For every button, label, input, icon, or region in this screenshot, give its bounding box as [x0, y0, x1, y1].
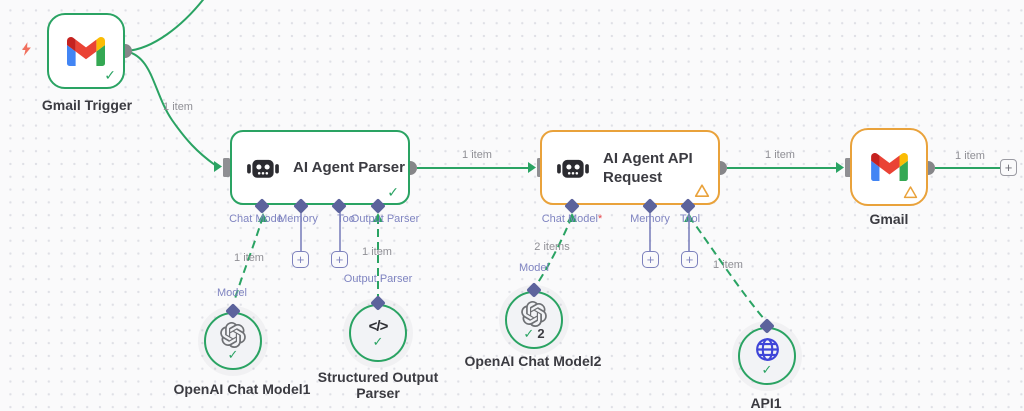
node-structured-output-parser[interactable]: </> ✓	[349, 304, 407, 362]
edge-label-parser-model: 1 item	[234, 252, 264, 264]
required-asterisk: *	[597, 213, 603, 225]
node-title: AI Agent Parser	[293, 159, 405, 176]
robot-icon	[247, 159, 279, 178]
hint-label-model: Model	[217, 287, 247, 299]
node-label-api1: API1	[750, 395, 782, 411]
port-label-output-parser: Output Parser	[350, 213, 420, 225]
node-label-openai1: OpenAI Chat Model1	[173, 381, 311, 397]
node-label-structured-parser: Structured Output Parser	[317, 369, 439, 401]
code-icon: </>	[368, 317, 389, 335]
warning-triangle-icon	[694, 184, 710, 197]
status-check-icon: ✓	[387, 184, 399, 200]
edge-api-chatmodel[interactable]	[536, 215, 573, 285]
openai-icon	[220, 321, 246, 348]
node-label-openai2: OpenAI Chat Model2	[464, 353, 602, 369]
node-gmail[interactable]	[850, 128, 928, 206]
port-label-chat-model: Chat Mode	[229, 213, 283, 225]
edge-label-api-gmail: 1 item	[765, 149, 795, 161]
edge-api-tool[interactable]	[688, 215, 766, 321]
edge-label-trigger-parser: 1 item	[163, 101, 193, 113]
port-label-tool: Too	[337, 213, 355, 225]
port-label-memory: Memory	[278, 213, 318, 225]
node-gmail-trigger[interactable]: ✓	[47, 13, 125, 89]
node-label-gmail: Gmail	[869, 211, 909, 227]
node-openai-chat-model1[interactable]: ✓	[204, 312, 262, 370]
node-ai-agent-parser[interactable]: AI Agent Parser ✓	[230, 130, 410, 205]
add-tool-button[interactable]: +	[331, 251, 348, 268]
node-api1[interactable]: ✓	[738, 327, 796, 385]
hint-label-output-parser: Output Parser	[343, 273, 413, 285]
edge-label-parser-api: 1 item	[462, 149, 492, 161]
port-label-memory: Memory	[630, 213, 670, 225]
edge-label-parser-outputparser: 1 item	[362, 246, 392, 258]
port-label-tool: Tool	[679, 213, 701, 225]
robot-icon	[557, 159, 589, 178]
add-next-node-button[interactable]: +	[1000, 159, 1017, 176]
node-ai-agent-api-request[interactable]: AI Agent API Request	[540, 130, 720, 205]
node-openai-chat-model2[interactable]: ✓2	[505, 291, 563, 349]
edge-parser-chatmodel[interactable]	[233, 215, 264, 303]
node-label-gmail-trigger: Gmail Trigger	[41, 97, 133, 113]
add-memory-button[interactable]: +	[292, 251, 309, 268]
hint-label-model: Model	[519, 262, 549, 274]
edge-trigger-to-offscreen[interactable]	[124, 0, 206, 52]
gmail-icon	[870, 153, 908, 181]
globe-icon	[755, 338, 779, 361]
edge-label-gmail-next: 1 item	[955, 150, 985, 162]
edge-label-api-tool: 1 item	[713, 259, 743, 271]
edge-trigger-to-parser[interactable]	[124, 50, 216, 166]
add-memory-button[interactable]: +	[642, 251, 659, 268]
input-port-parser[interactable]	[223, 158, 230, 177]
port-label-chat-model: Chat Model*	[541, 213, 603, 225]
status-check-icon: ✓	[761, 362, 773, 377]
add-tool-button[interactable]: +	[681, 251, 698, 268]
trigger-bolt-icon	[22, 42, 31, 56]
warning-triangle-icon	[903, 186, 918, 199]
status-check-icon: ✓	[227, 346, 239, 362]
status-check-icon: ✓	[104, 67, 116, 83]
status-check-with-count: ✓2	[523, 325, 545, 341]
run-count: 2	[537, 325, 545, 341]
node-title: AI Agent API Request	[603, 149, 693, 186]
edge-label-api-model: 2 items	[534, 241, 570, 253]
openai-icon	[521, 300, 547, 327]
gmail-icon	[67, 36, 105, 66]
status-check-icon: ✓	[372, 333, 384, 349]
